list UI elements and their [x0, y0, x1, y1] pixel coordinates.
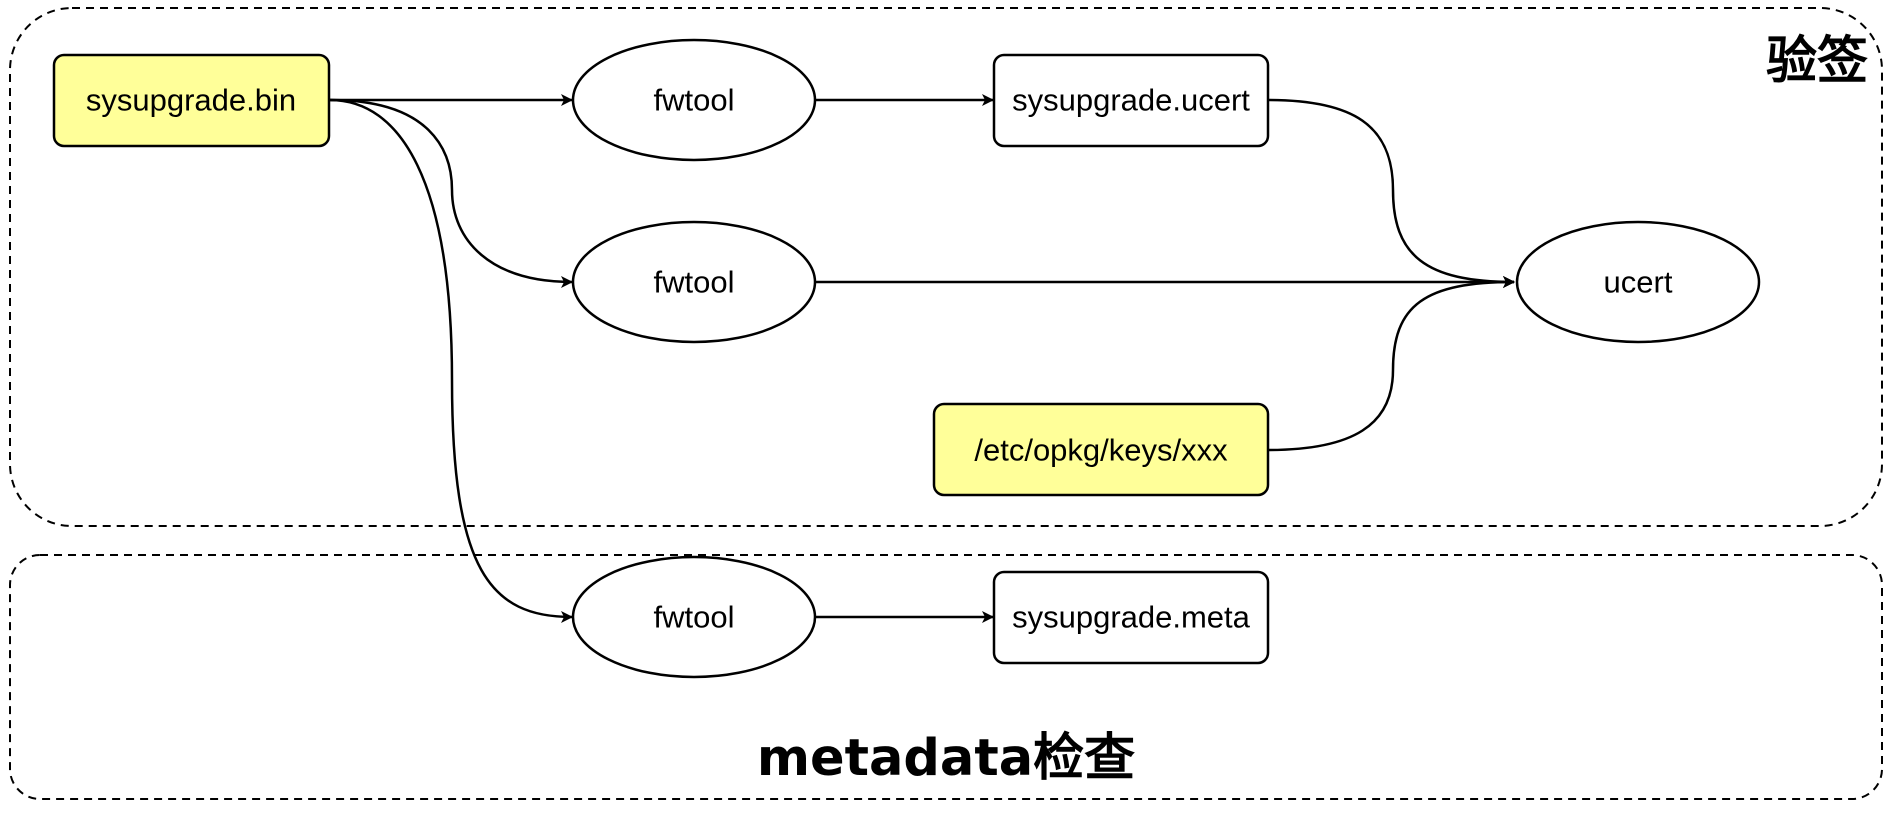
- node-opkg-keys[interactable]: /etc/opkg/keys/xxx: [932, 402, 1270, 497]
- edge-bin-to-fwtool-2: [329, 98, 573, 288]
- node-fwtool-3-shape: [571, 555, 817, 679]
- edge-bin-to-fwtool-3: [329, 98, 573, 623]
- node-fwtool-1-label: fwtool: [654, 83, 735, 118]
- node-sysupgrade-ucert-box: [992, 53, 1270, 148]
- group-metadata-border: [9, 554, 1883, 800]
- group-metadata: metadata检查: [9, 554, 1883, 800]
- node-fwtool-1[interactable]: fwtool: [571, 38, 817, 162]
- node-fwtool-2[interactable]: fwtool: [571, 220, 817, 344]
- node-ucert[interactable]: ucert: [1515, 220, 1761, 344]
- group-verify-border: [9, 7, 1883, 527]
- node-sysupgrade-meta-box: [992, 570, 1270, 665]
- node-sysupgrade-bin-box: [52, 53, 331, 148]
- group-verify: 验签: [9, 7, 1883, 527]
- node-ucert-label: ucert: [1604, 265, 1673, 300]
- node-sysupgrade-bin[interactable]: sysupgrade.bin: [52, 53, 331, 148]
- group-metadata-title: metadata检查: [757, 729, 1135, 788]
- node-fwtool-3-label: fwtool: [654, 600, 735, 635]
- edge-ucert-file-to-ucert: [1267, 98, 1515, 288]
- node-opkg-keys-box: [932, 402, 1270, 497]
- node-sysupgrade-meta-label: sysupgrade.meta: [1012, 600, 1251, 635]
- group-verify-title: 验签: [1766, 32, 1868, 91]
- node-fwtool-3[interactable]: fwtool: [571, 555, 817, 679]
- node-sysupgrade-ucert-label: sysupgrade.ucert: [1012, 83, 1250, 118]
- edges: [329, 94, 1515, 623]
- node-sysupgrade-meta[interactable]: sysupgrade.meta: [992, 570, 1270, 665]
- node-fwtool-2-shape: [571, 220, 817, 344]
- node-fwtool-1-shape: [571, 38, 817, 162]
- node-fwtool-2-label: fwtool: [654, 265, 735, 300]
- node-ucert-shape: [1515, 220, 1761, 344]
- node-sysupgrade-bin-label: sysupgrade.bin: [86, 83, 296, 118]
- node-sysupgrade-ucert[interactable]: sysupgrade.ucert: [992, 53, 1270, 148]
- node-opkg-keys-label: /etc/opkg/keys/xxx: [974, 433, 1228, 468]
- edge-keys-to-ucert: [1267, 276, 1515, 452]
